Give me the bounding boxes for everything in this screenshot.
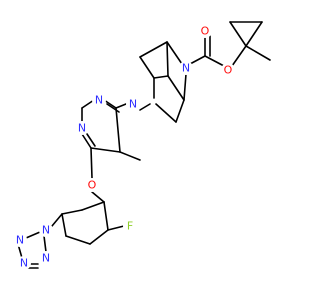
bond: [183, 73, 187, 101]
bond: [139, 103, 151, 111]
amide-nitrogen-label: N: [182, 62, 190, 75]
molecule-structure: O O N N N N O F N N N N: [13, 21, 271, 270]
halo: [39, 251, 53, 265]
halo: [85, 178, 99, 192]
bond: [86, 133, 96, 147]
halo: [221, 63, 235, 77]
halo: [92, 93, 106, 107]
pyrimidine-n1-label: N: [95, 94, 103, 107]
bond: [51, 213, 63, 227]
halo: [17, 256, 31, 270]
halo: [13, 233, 27, 247]
tetrazole-n4-label: N: [42, 252, 50, 265]
bond: [245, 45, 271, 61]
bond: [115, 103, 127, 109]
bond: [175, 99, 185, 123]
atom-label-layer: O O N N N N O F N N N N: [13, 24, 235, 270]
bond: [155, 103, 177, 123]
halo: [126, 97, 140, 111]
bond: [139, 56, 155, 79]
bond: [25, 231, 41, 239]
bond: [91, 191, 105, 203]
bond: [90, 147, 93, 179]
bond: [115, 107, 121, 153]
tetrazole-n3-label: N: [20, 257, 28, 270]
halo: [39, 223, 53, 237]
bond: [153, 75, 169, 79]
bond: [61, 213, 67, 237]
bond: [167, 75, 185, 101]
fluorine-label: F: [127, 220, 133, 233]
bond: [81, 201, 105, 211]
bond: [166, 41, 169, 77]
tetrazole-n1-label: N: [42, 224, 50, 237]
bond: [139, 41, 168, 58]
bond: [90, 147, 121, 153]
bond: [81, 99, 95, 109]
halo: [75, 121, 89, 135]
bond: [89, 229, 109, 245]
bond: [107, 225, 125, 231]
carbonyl-oxygen-label: O: [201, 25, 210, 38]
halo: [198, 24, 212, 38]
bond: [81, 133, 92, 149]
bond: [65, 235, 91, 245]
bond-layer: [17, 21, 271, 269]
pyrimidine-n3-label: N: [78, 122, 86, 135]
bond: [189, 55, 206, 65]
bond: [204, 55, 225, 67]
bond: [103, 99, 117, 109]
bridge-nitrogen-label: N: [129, 98, 137, 111]
bond: [229, 21, 247, 47]
bond: [61, 209, 83, 215]
bond: [43, 235, 47, 253]
ether-oxygen-label: O: [88, 179, 97, 192]
bond: [119, 151, 141, 161]
tetrazole-n2-label: N: [16, 234, 24, 247]
bond: [103, 201, 109, 231]
halo: [179, 61, 193, 75]
bond: [245, 21, 263, 47]
bond: [231, 45, 247, 67]
halo: [123, 219, 137, 233]
ester-oxygen-label: O: [224, 64, 233, 77]
bond: [166, 41, 183, 65]
